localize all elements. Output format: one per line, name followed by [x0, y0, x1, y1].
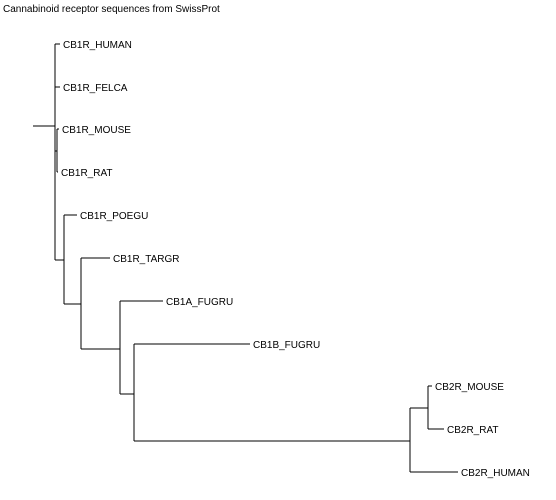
leaf-cb2r-human: CB2R_HUMAN [461, 468, 530, 479]
leaf-cb1r-human: CB1R_HUMAN [63, 40, 132, 51]
leaf-cb1r-felca: CB1R_FELCA [63, 83, 128, 94]
leaf-cb1r-targr: CB1R_TARGR [113, 254, 180, 265]
leaf-cb1r-mouse: CB1R_MOUSE [62, 125, 131, 136]
leaf-cb1r-rat: CB1R_RAT [61, 168, 113, 179]
leaf-cb1r-poegu: CB1R_POEGU [80, 211, 148, 222]
leaf-cb1a-fugru: CB1A_FUGRU [166, 297, 233, 308]
tree-title: Cannabinoid receptor sequences from Swis… [3, 4, 220, 15]
leaf-cb2r-mouse: CB2R_MOUSE [435, 382, 504, 393]
leaf-cb2r-rat: CB2R_RAT [447, 425, 499, 436]
leaf-cb1b-fugru: CB1B_FUGRU [253, 340, 320, 351]
